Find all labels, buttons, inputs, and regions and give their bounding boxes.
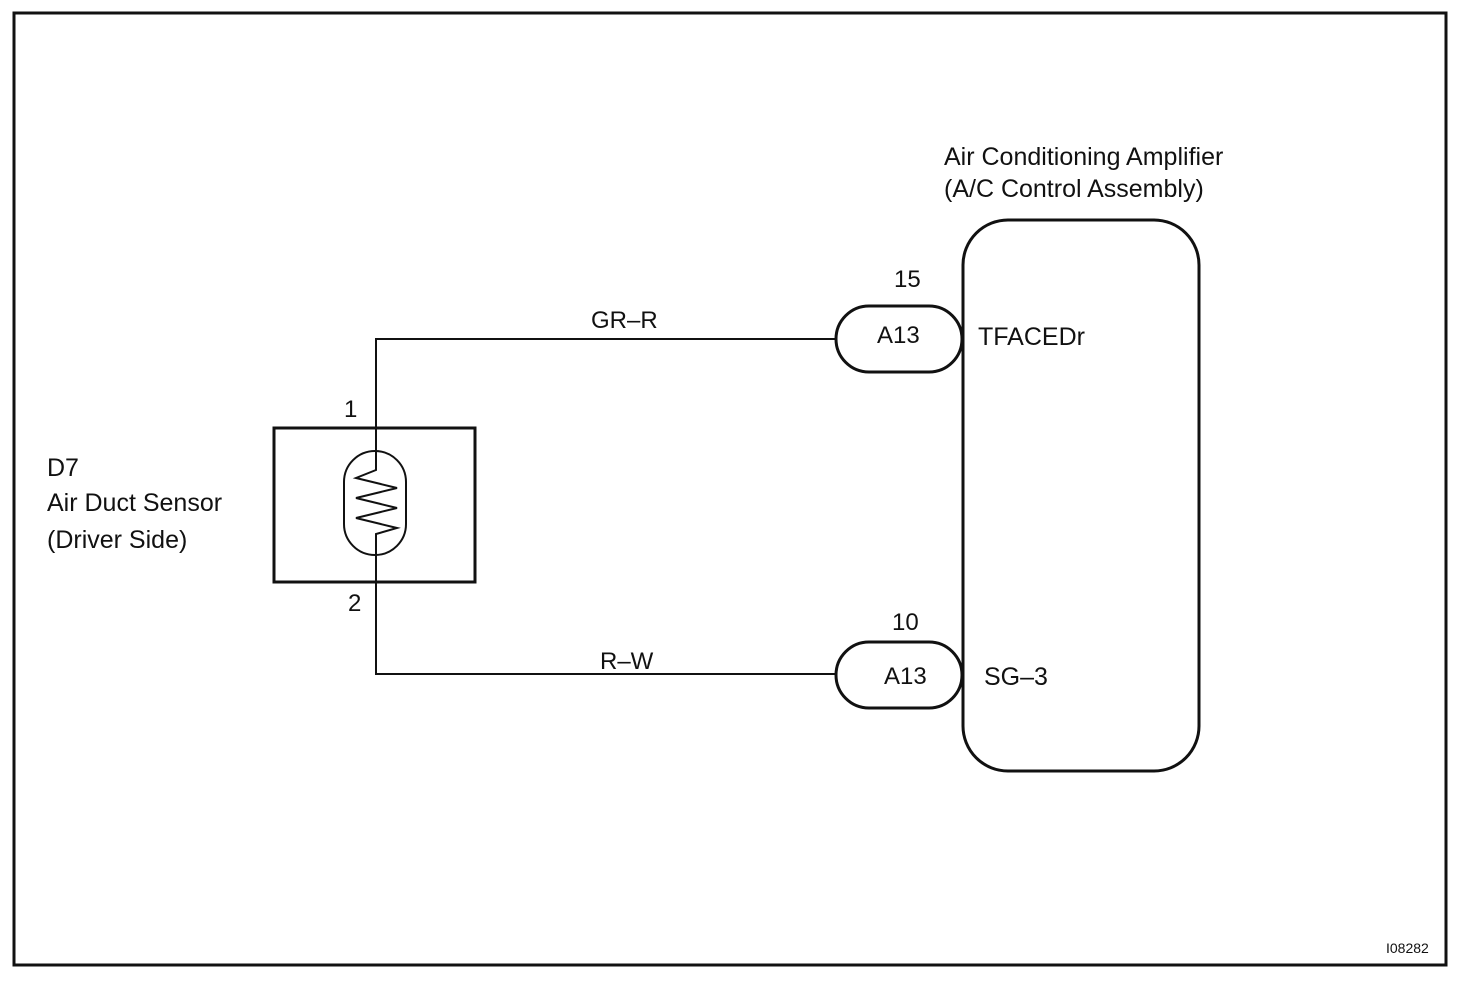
amplifier-subtitle: (A/C Control Assembly) [944, 175, 1204, 203]
wire-label-gr-r: GR–R [591, 307, 658, 334]
amplifier-body [961, 218, 1201, 773]
sensor-housing [272, 426, 477, 584]
wire-r-w [375, 540, 836, 675]
amplifier-title: Air Conditioning Amplifier [944, 143, 1224, 171]
figure-id: I08282 [1386, 940, 1429, 956]
thermistor-resistor-icon [352, 466, 401, 540]
connector-a13-top: A13 [877, 322, 920, 349]
wire-gr-r [375, 338, 836, 466]
terminal-signal-tfacedr: TFACEDr [978, 323, 1085, 351]
wire-label-r-w: R–W [600, 648, 654, 675]
terminal-pin-15: 15 [894, 266, 921, 293]
diagram-frame [12, 11, 1448, 967]
sensor-name: Air Duct Sensor [47, 489, 223, 517]
sensor-code: D7 [47, 454, 79, 482]
connector-a13-bottom: A13 [884, 663, 927, 690]
terminal-signal-sg3: SG–3 [984, 663, 1048, 691]
terminal-pin-10: 10 [892, 609, 919, 636]
sensor-pin-1: 1 [344, 396, 358, 423]
sensor-pin-2: 2 [348, 590, 362, 617]
sensor-side: (Driver Side) [47, 526, 188, 554]
